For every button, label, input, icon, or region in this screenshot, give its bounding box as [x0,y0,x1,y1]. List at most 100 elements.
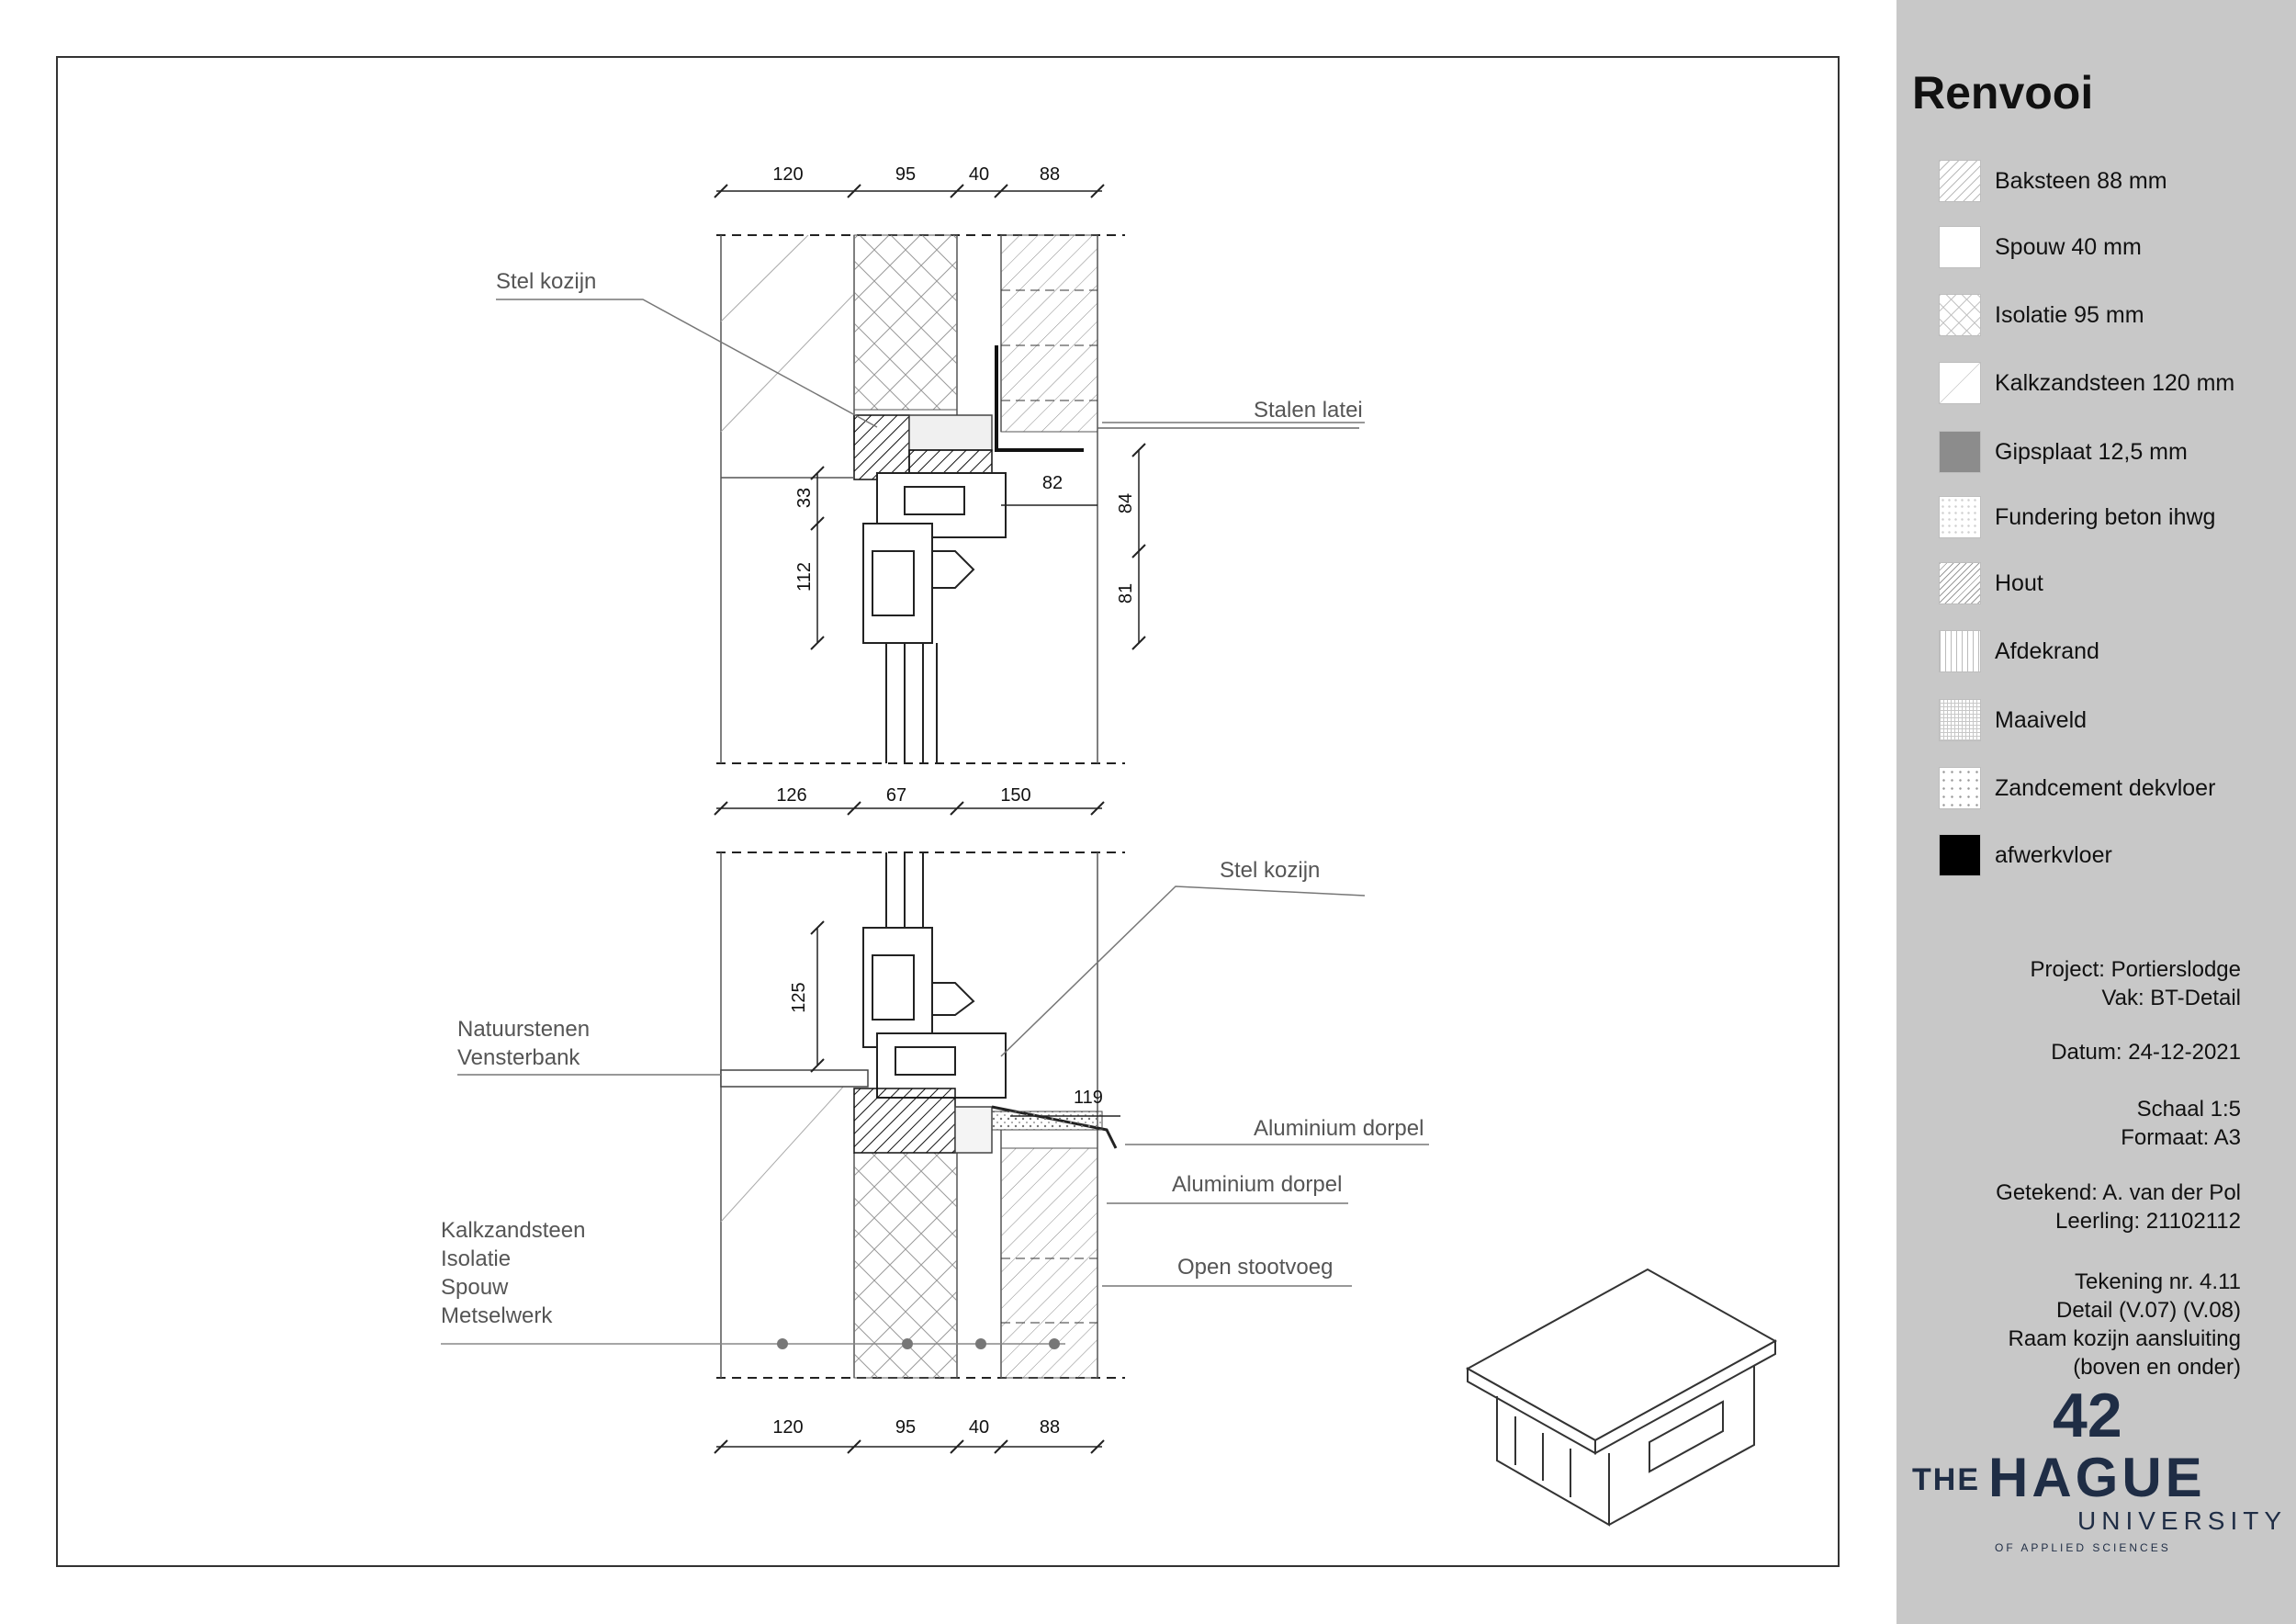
scale-block: Schaal 1:5 Formaat: A3 [2121,1095,2241,1152]
dim-33: 33 [794,488,815,508]
legend-label: Zandcement dekvloer [1995,774,2216,801]
label-layer-1: Kalkzandsteen [441,1218,585,1243]
legend-label: Baksteen 88 mm [1995,167,2167,194]
vertical-lines-icon [1939,630,1981,672]
legend-title: Renvooi [1912,67,2094,118]
dimension-tick [994,1439,1008,1454]
dimension-tick [1131,544,1146,558]
leader-lines [457,299,1429,1287]
dimension-tick [810,920,825,935]
grid-dots-icon [1939,699,1981,741]
author-block: Getekend: A. van der Pol Leerling: 21102… [1996,1179,2241,1235]
drawing-frame [56,56,1840,1567]
legend-item: Gipsplaat 12,5 mm [1939,429,2188,475]
drawing-detail: Detail (V.07) (V.08) [2056,1298,2241,1323]
dimension-tick [1090,184,1105,198]
dimension-tick [810,1058,825,1073]
legend-item: Maaiveld [1939,697,2087,743]
project-author: Getekend: A. van der Pol [1996,1180,2241,1205]
dim-top-1: 120 [772,164,803,185]
legend-label: Spouw 40 mm [1995,233,2142,260]
drawing-info-block: Tekening nr. 4.11 Detail (V.07) (V.08) R… [2009,1268,2241,1382]
dimension-tick [950,801,964,816]
dimension-tick [847,801,861,816]
label-layer-2: Isolatie [441,1246,511,1271]
dimension-values: 120 95 40 88 126 67 150 120 95 40 88 82 … [772,164,1136,1438]
dim-top-4: 88 [1040,164,1060,185]
dimension-tick [810,466,825,480]
isometric-building-icon [1465,1268,1778,1527]
legend-label: Gipsplaat 12,5 mm [1995,438,2188,465]
dimension-tick [950,1439,964,1454]
upper-section [716,234,1359,764]
legend-label: afwerkvloer [1995,841,2112,868]
drawing-description-1: Raam kozijn aansluiting [2008,1326,2241,1351]
legend-label: Isolatie 95 mm [1995,301,2144,328]
dim-84: 84 [1116,493,1136,513]
wood-hatch-icon [1939,562,1981,604]
dim-mid-3: 150 [1000,785,1030,806]
dimension-lines [716,190,1140,1448]
dim-112: 112 [794,562,815,592]
single-diagonal-icon [1939,362,1981,404]
dimension-tick [714,184,728,198]
dimension-tick [1090,1439,1105,1454]
legend-label: Kalkzandsteen 120 mm [1995,369,2235,396]
legend-item: Hout [1939,560,2043,606]
logo-hague: HAGUE [1988,1447,2206,1508]
cross-hatch-icon [1939,294,1981,336]
legend-label: Maaiveld [1995,706,2088,733]
legend-label: Hout [1995,570,2043,596]
dimension-tick [810,516,825,531]
section-drawing: 120 95 40 88 126 67 150 120 95 40 88 82 … [441,164,1778,1527]
dimension-ticks [714,184,1146,1454]
legend-item: Spouw 40 mm [1939,224,2142,270]
dim-81: 81 [1116,583,1136,603]
dimension-tick [1090,801,1105,816]
label-stel-kozijn-bottom: Stel kozijn [1220,858,1320,883]
project-student: Leerling: 21102112 [2055,1209,2241,1234]
logo-subtitle: OF APPLIED SCIENCES [1995,1541,2171,1554]
dim-82: 82 [1042,473,1063,493]
dim-mid-2: 67 [886,785,906,806]
annotation-labels: Stel kozijn Stalen latei Stel kozijn Nat… [441,269,1424,1328]
dimension-tick [1131,636,1146,650]
label-aluminium-dorpel-2: Aluminium dorpel [1172,1172,1342,1197]
logo-the: THE [1912,1462,1980,1497]
label-natuursteen-1: Natuurstenen [457,1017,590,1042]
speckle-icon [1939,496,1981,538]
legend-item: afwerkvloer [1939,832,2112,878]
dimension-tick [810,636,825,650]
dimension-tick [847,184,861,198]
legend-label: Afdekrand [1995,637,2099,664]
dimension-tick [714,801,728,816]
label-layer-3: Spouw [441,1275,509,1300]
project-vak: Vak: BT-Detail [2101,986,2241,1010]
grey-fill-icon [1939,431,1981,473]
label-open-stootvoeg: Open stootvoeg [1177,1255,1333,1280]
logo-university: UNIVERSITY [2077,1506,2288,1535]
dim-top-2: 95 [895,164,916,185]
dim-bottom-3: 40 [969,1417,989,1438]
legend-item: Isolatie 95 mm [1939,292,2144,338]
label-layer-4: Metselwerk [441,1303,553,1328]
legend-label: Fundering beton ihwg [1995,503,2216,530]
sidebar: Renvooi Baksteen 88 mm Spouw 40 mm Isolati… [1896,0,2296,1624]
logo-number: 42 [2053,1381,2122,1450]
drawing-number: Tekening nr. 4.11 [2074,1269,2241,1294]
label-stalen-latei: Stalen latei [1254,398,1363,423]
label-natuursteen-2: Vensterbank [457,1045,580,1070]
legend-item: Zandcement dekvloer [1939,765,2215,811]
dim-119: 119 [1074,1088,1103,1108]
dim-bottom-2: 95 [895,1417,916,1438]
dim-bottom-1: 120 [772,1417,803,1438]
dots-icon [1939,767,1981,809]
project-block: Project: Portierslodge Vak: BT-Detail [2031,955,2241,1012]
label-stel-kozijn-top: Stel kozijn [496,269,596,294]
project-date: Datum: 24-12-2021 [2051,1040,2241,1065]
black-fill-icon [1939,834,1981,876]
drawing-description-2: (boven en onder) [2073,1355,2241,1380]
dimension-tick [847,1439,861,1454]
legend-item: Baksteen 88 mm [1939,158,2167,204]
project-format: Formaat: A3 [2121,1125,2241,1150]
